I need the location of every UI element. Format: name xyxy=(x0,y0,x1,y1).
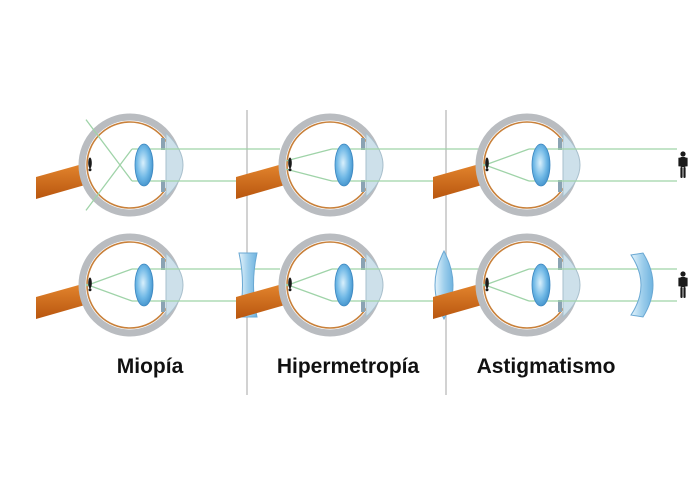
crystalline-lens xyxy=(531,143,551,187)
eye-cross-section-icon xyxy=(433,233,688,337)
caption-astigmatismo: Astigmatismo xyxy=(476,355,616,378)
inverted-image-icon xyxy=(88,277,92,292)
cornea xyxy=(562,251,581,319)
sclera xyxy=(278,233,382,337)
crystalline-lens xyxy=(134,143,154,187)
inverted-image-icon xyxy=(288,277,292,292)
optic-nerve xyxy=(433,163,489,199)
light-rays xyxy=(285,268,480,302)
corrective-lens-icon xyxy=(630,252,654,318)
inverted-image-icon xyxy=(485,157,489,172)
cornea xyxy=(365,131,384,199)
light-rays xyxy=(482,148,677,182)
optic-nerve xyxy=(236,163,292,199)
light-rays xyxy=(85,268,280,302)
crystalline-lens xyxy=(531,263,551,307)
cornea xyxy=(562,131,581,199)
crystalline-lens xyxy=(334,263,354,307)
inverted-image-icon xyxy=(485,277,489,292)
eye-cross-section-icon xyxy=(433,113,688,217)
cornea xyxy=(365,251,384,319)
sclera xyxy=(78,113,182,217)
cornea xyxy=(165,251,184,319)
cornea xyxy=(165,131,184,199)
optic-nerve xyxy=(236,283,292,319)
eye-cross-section-icon xyxy=(36,113,291,217)
caption-miopia: Miopía xyxy=(116,355,184,378)
light-rays xyxy=(482,268,677,302)
eye-cross-section-icon xyxy=(236,233,491,337)
person-silhouette-icon xyxy=(678,271,688,298)
optic-nerve xyxy=(433,283,489,319)
eye-cross-section-icon xyxy=(36,233,291,337)
sclera xyxy=(475,113,579,217)
person-silhouette-icon xyxy=(678,151,688,178)
light-rays xyxy=(285,148,480,182)
caption-hipermetropia: Hipermetropía xyxy=(276,355,420,378)
sclera xyxy=(475,233,579,337)
inverted-image-icon xyxy=(288,157,292,172)
inverted-image-icon xyxy=(88,157,92,172)
crystalline-lens xyxy=(134,263,154,307)
sclera xyxy=(278,113,382,217)
eye-cross-section-icon xyxy=(236,113,491,217)
crystalline-lens xyxy=(334,143,354,187)
optic-nerve xyxy=(36,283,92,319)
sclera xyxy=(78,233,182,337)
optic-nerve xyxy=(36,163,92,199)
